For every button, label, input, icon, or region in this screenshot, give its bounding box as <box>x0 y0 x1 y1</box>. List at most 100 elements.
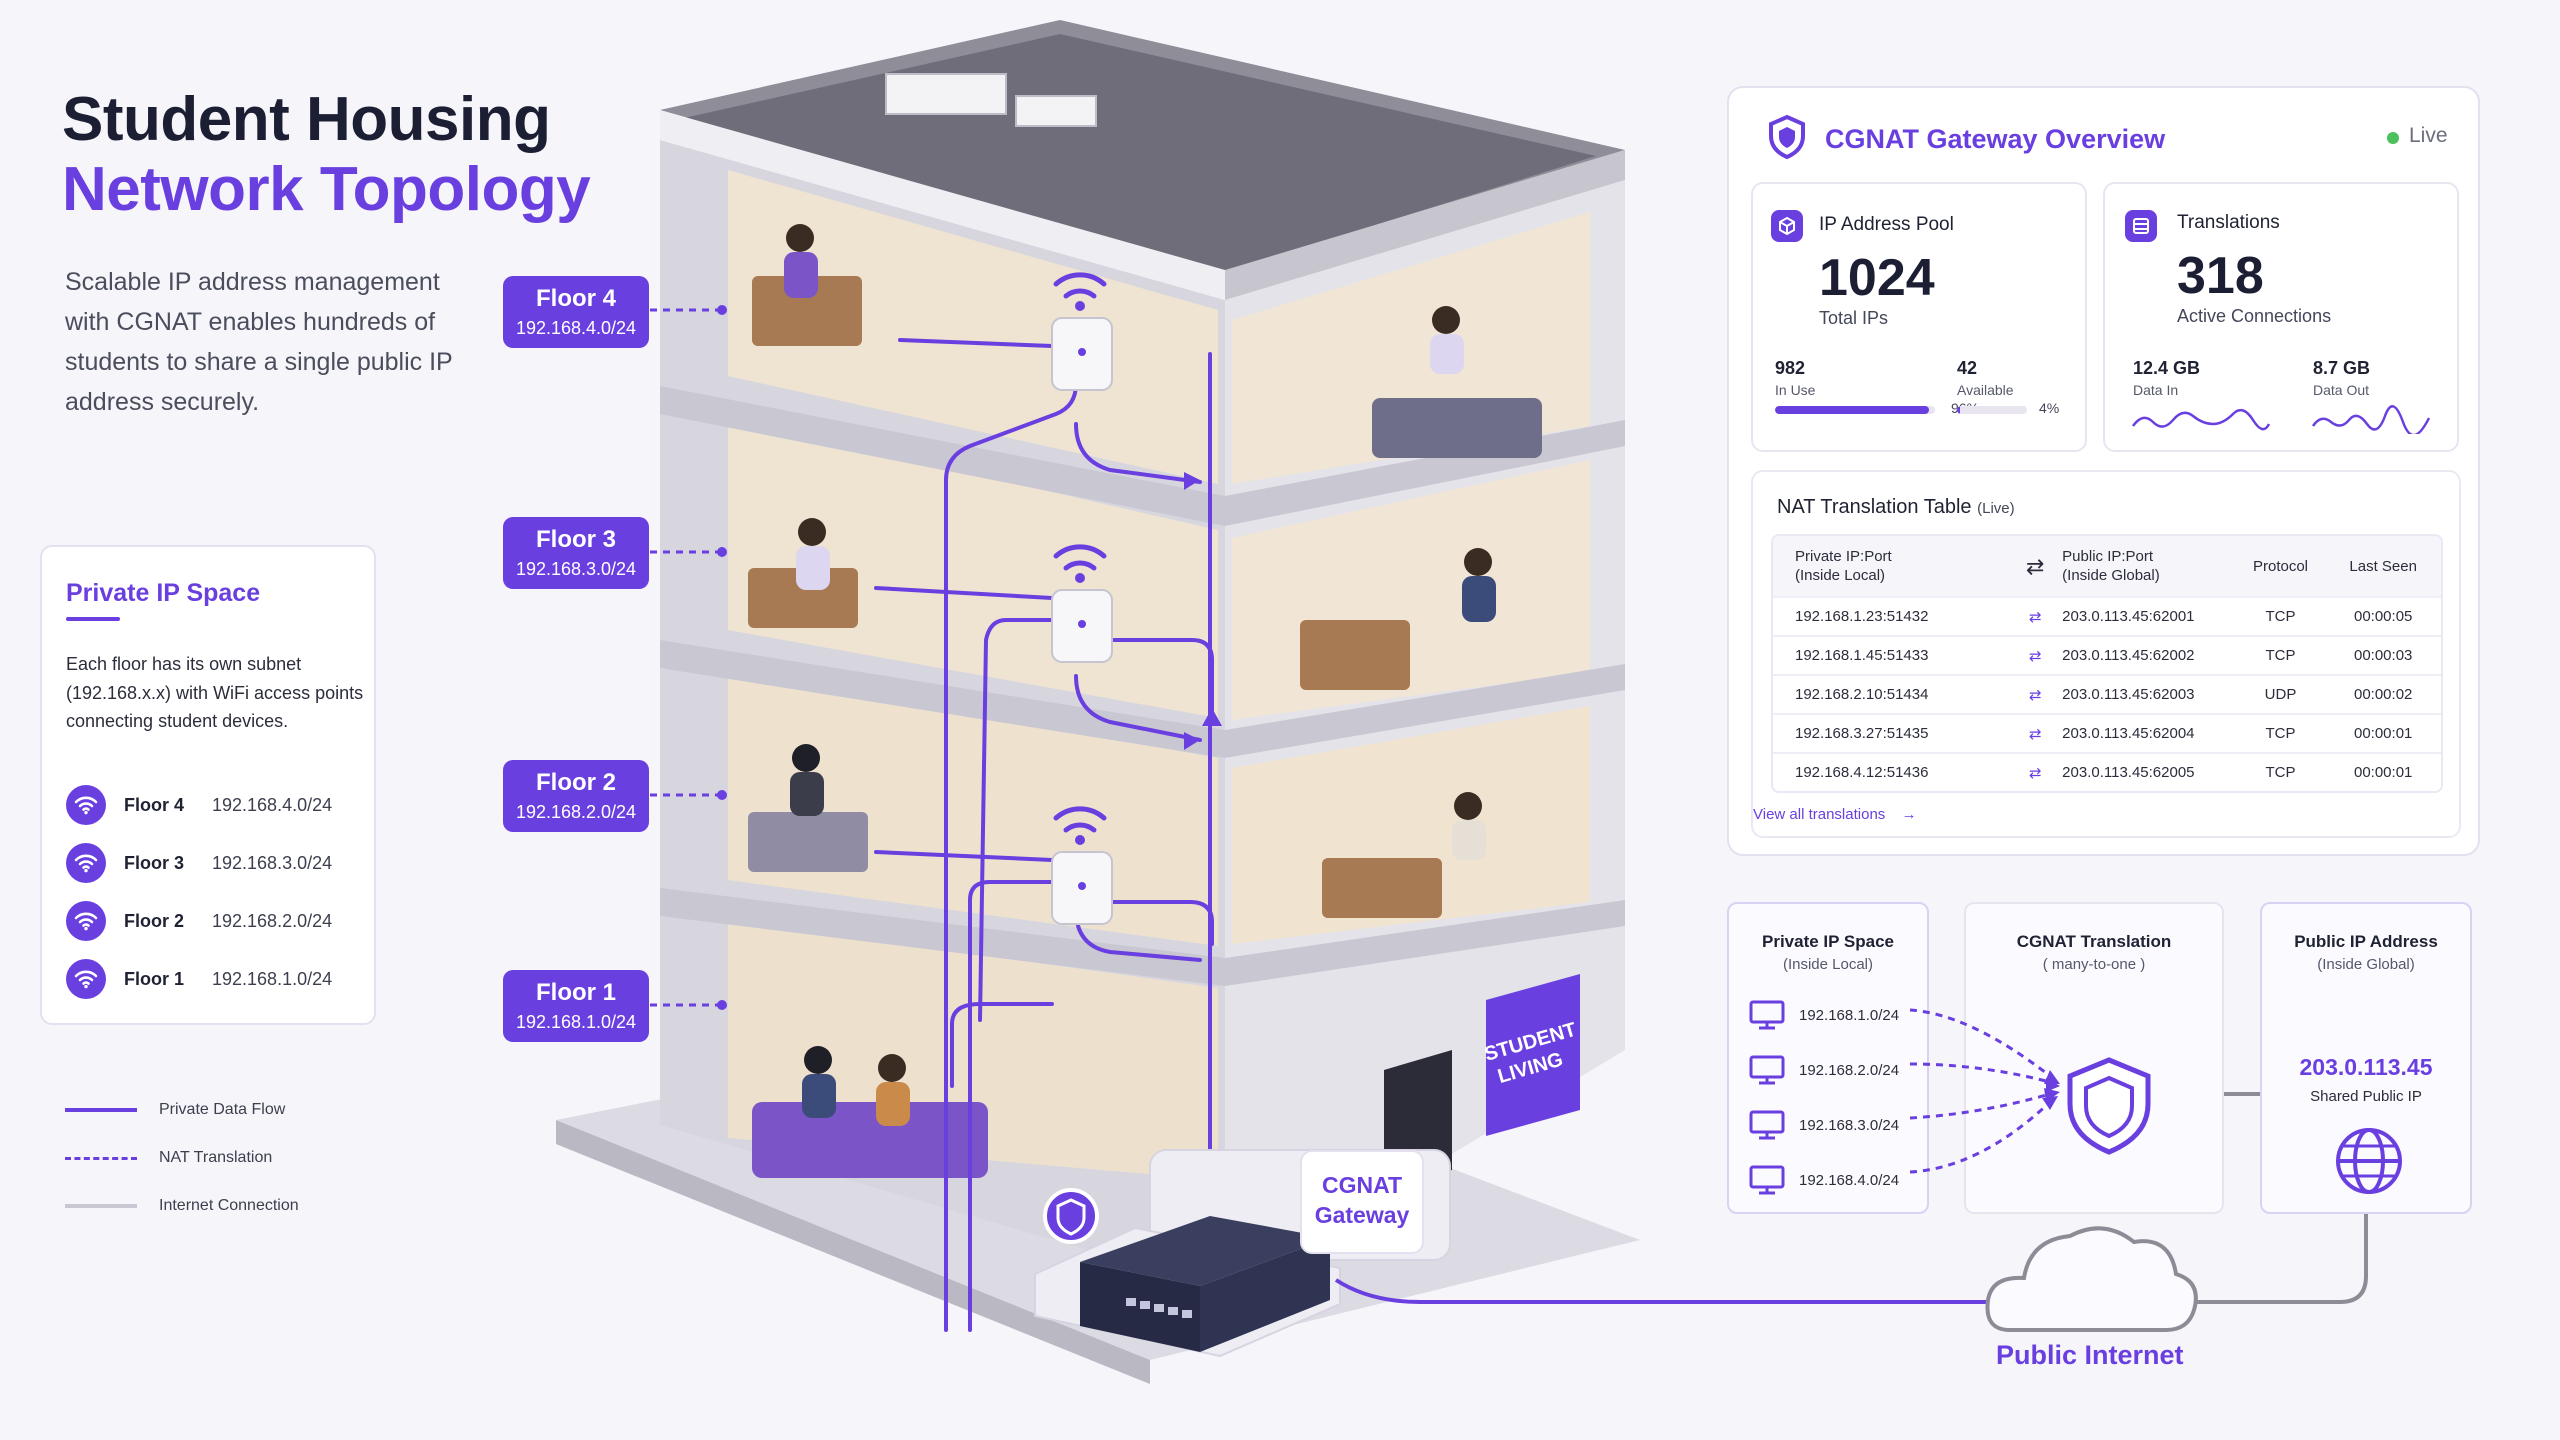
floor-label-subnet: 192.168.2.0/24 <box>515 802 637 822</box>
student <box>804 1046 832 1074</box>
monitor-icon <box>1749 1110 1785 1140</box>
data-in-label: Data In <box>2133 382 2179 398</box>
floor-slab <box>660 386 1625 526</box>
cell-private: 192.168.1.45:51433 <box>1795 647 1929 664</box>
student <box>796 546 830 590</box>
cloud-icon <box>1985 1226 2198 1332</box>
header-public: Public IP:Port (Inside Global) <box>2060 547 2235 585</box>
public-internet-label: Public Internet <box>1996 1340 2184 1370</box>
access-point-floor-2 <box>1051 851 1113 925</box>
swap-arrows-icon: ⇄ <box>2026 553 2045 579</box>
shield-check-icon <box>1769 114 1805 160</box>
floor-label-subnet: 192.168.1.0/24 <box>515 1012 637 1032</box>
nat-translation-arrows <box>1909 1008 2060 1174</box>
ip-pool-card: IP Address Pool 1024 Total IPs 982 In Us… <box>1751 182 2087 452</box>
monitor-icon <box>1749 1000 1785 1030</box>
floor-slab <box>660 640 1625 758</box>
cgnat-overview-panel: CGNAT Gateway Overview Live IP Address P… <box>1727 86 2480 856</box>
flow-public-ip-box: Public IP Address (Inside Global) 203.0.… <box>2260 902 2472 1214</box>
floor-subnet: 192.168.4.0/24 <box>212 794 333 815</box>
cgnat-gateway-label: CGNAT Gateway <box>1300 1150 1424 1254</box>
couch-side-floor-3 <box>1300 620 1410 690</box>
flow-public-title: Public IP Address <box>2294 932 2438 951</box>
data-in-value: 12.4 GB <box>2133 358 2201 378</box>
cell-public: 203.0.113.45:62002 <box>2062 647 2195 664</box>
legend-label: Internet Connection <box>159 1197 299 1214</box>
table-row: 192.168.3.27:51435 ⇄ 203.0.113.45:62004 … <box>1773 713 2441 752</box>
flow-arrow <box>1202 708 1222 726</box>
floor-label-name: Floor 2 <box>535 769 616 796</box>
ground-slab-edge <box>556 1120 1150 1384</box>
floor-label-name: Floor 1 <box>535 979 616 1006</box>
swap-arrows-icon: ⇄ <box>2028 686 2042 704</box>
private-ip-space-card: Private IP Space Each floor has its own … <box>40 545 376 1025</box>
wifi-icon <box>66 901 106 941</box>
view-all-translations-link[interactable]: View all translations → <box>1753 806 1916 823</box>
header-public-label: Public IP:Port <box>2062 548 2154 565</box>
overview-title: CGNAT Gateway Overview <box>1825 124 2166 154</box>
nat-table-title-text: NAT Translation Table <box>1777 496 1972 518</box>
available-progress-fill <box>1957 406 1960 414</box>
legend-label: NAT Translation <box>159 1149 273 1166</box>
student <box>792 744 820 772</box>
intro-text: Scalable IP address management with CGNA… <box>65 268 453 416</box>
cell-private: 192.168.3.27:51435 <box>1795 725 1929 742</box>
swap-arrows-icon: ⇄ <box>2028 647 2042 665</box>
view-all-label: View all translations <box>1753 806 1886 823</box>
student <box>878 1054 906 1082</box>
nat-table-title: NAT Translation Table (Live) <box>1777 496 2015 519</box>
sofa-floor-3 <box>748 568 858 628</box>
flow-public-sub: (Inside Global) <box>2317 956 2415 973</box>
in-use-label: In Use <box>1775 382 1816 398</box>
table-row: 192.168.2.10:51434 ⇄ 203.0.113.45:62003 … <box>1773 674 2441 713</box>
gateway-ports <box>1126 1298 1192 1318</box>
student <box>786 224 814 252</box>
floor-list-item: Floor 4 192.168.4.0/24 <box>66 783 366 827</box>
cell-last-seen: 00:00:01 <box>2353 764 2413 781</box>
wifi-icon <box>66 843 106 883</box>
nat-table-live-tag: (Live) <box>1977 500 2015 517</box>
ip-pool-label: IP Address Pool <box>1819 214 1954 235</box>
student <box>784 252 818 298</box>
header-private-sub: (Inside Local) <box>1795 567 1886 584</box>
flow-arrow <box>1184 732 1200 750</box>
floor-name: Floor 4 <box>124 794 185 815</box>
cell-public: 203.0.113.45:62003 <box>2062 686 2195 703</box>
flow-cgnat-box: CGNAT Translation ( many-to-one ) <box>1964 902 2224 1214</box>
in-use-progress-fill <box>1775 406 1929 414</box>
available-percent: 4% <box>2039 400 2060 416</box>
student <box>802 1074 836 1118</box>
arrow-right-icon: → <box>1901 806 1917 823</box>
flow-private-sub: (Inside Local) <box>1782 956 1874 973</box>
active-connections-value: 318 <box>2177 247 2264 305</box>
floor-label-4: Floor 4 192.168.4.0/24 <box>503 276 649 348</box>
roof-hvac-unit <box>885 73 1007 115</box>
roof-edge-front <box>660 110 1225 300</box>
legend-solid-line <box>65 1108 137 1112</box>
cell-protocol: UDP <box>2264 686 2297 703</box>
floor-label-subnet: 192.168.3.0/24 <box>515 559 637 579</box>
total-ips-value: 1024 <box>1819 249 1935 307</box>
translations-card: Translations 318 Active Connections 12.4… <box>2103 182 2459 452</box>
floor-label-3: Floor 3 192.168.3.0/24 <box>503 517 649 589</box>
bed-floor-2 <box>748 812 868 872</box>
student <box>798 518 826 546</box>
header-private: Private IP:Port (Inside Local) <box>1773 547 2010 585</box>
private-data-flow-lines <box>874 338 1214 1332</box>
flow-arrow <box>1184 472 1200 490</box>
room-floor-4 <box>728 170 1218 484</box>
student <box>1454 792 1482 820</box>
floor-name: Floor 3 <box>124 852 185 873</box>
cell-private: 192.168.2.10:51434 <box>1795 686 1929 703</box>
legend-label: Private Data Flow <box>159 1101 286 1118</box>
room-side-floor-2 <box>1232 706 1590 944</box>
subnet-label: 192.168.4.0/24 <box>1799 1171 1900 1189</box>
flow-cgnat-title: CGNAT Translation <box>2016 932 2172 951</box>
student <box>1432 306 1460 334</box>
flow-cgnat-sub: ( many-to-one ) <box>2042 956 2146 973</box>
floor-list-item: Floor 2 192.168.2.0/24 <box>66 899 366 943</box>
public-ip-label: Shared Public IP <box>2310 1088 2422 1105</box>
cell-last-seen: 00:00:03 <box>2353 647 2413 664</box>
cell-last-seen: 00:00:05 <box>2353 608 2413 625</box>
